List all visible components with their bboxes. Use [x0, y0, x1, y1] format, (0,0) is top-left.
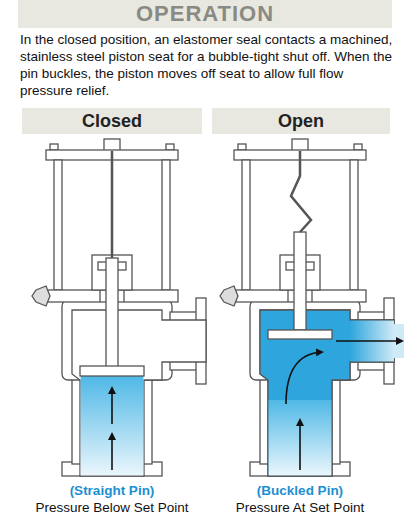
description-text: In the closed position, an elastomer sea…	[20, 31, 394, 99]
state-caption: (Buckled Pin)Pressure At Set Point	[200, 482, 400, 516]
valve-part	[32, 139, 206, 476]
state-caption: (Straight Pin)Pressure Below Set Point	[12, 482, 212, 516]
pressure-state: Pressure Below Set Point	[12, 499, 212, 516]
closed-valve	[32, 139, 206, 476]
state-band: Open	[212, 108, 390, 134]
pin-state: (Buckled Pin)	[200, 482, 400, 499]
valve-part	[106, 258, 118, 368]
valve-part	[286, 352, 322, 404]
valve-part	[291, 151, 311, 232]
valve-part	[111, 434, 113, 470]
valve-part	[299, 420, 301, 470]
valve-part	[336, 340, 402, 342]
valve-part	[268, 330, 332, 339]
state-heading: Closed	[82, 111, 142, 132]
pin-state: (Straight Pin)	[12, 482, 212, 499]
valve-part	[111, 388, 113, 424]
valve-part	[220, 139, 394, 476]
valve-part	[294, 232, 306, 330]
valve-part	[269, 400, 332, 475]
title-band: OPERATION	[18, 0, 392, 28]
valve-part	[81, 376, 144, 475]
valve-part	[111, 151, 114, 258]
pressure-state: Pressure At Set Point	[200, 499, 400, 516]
state-band: Closed	[22, 108, 202, 134]
valve-part	[260, 310, 394, 476]
title: OPERATION	[136, 1, 274, 27]
state-heading: Open	[278, 111, 324, 132]
valve-part	[80, 366, 144, 376]
open-valve	[220, 139, 404, 476]
